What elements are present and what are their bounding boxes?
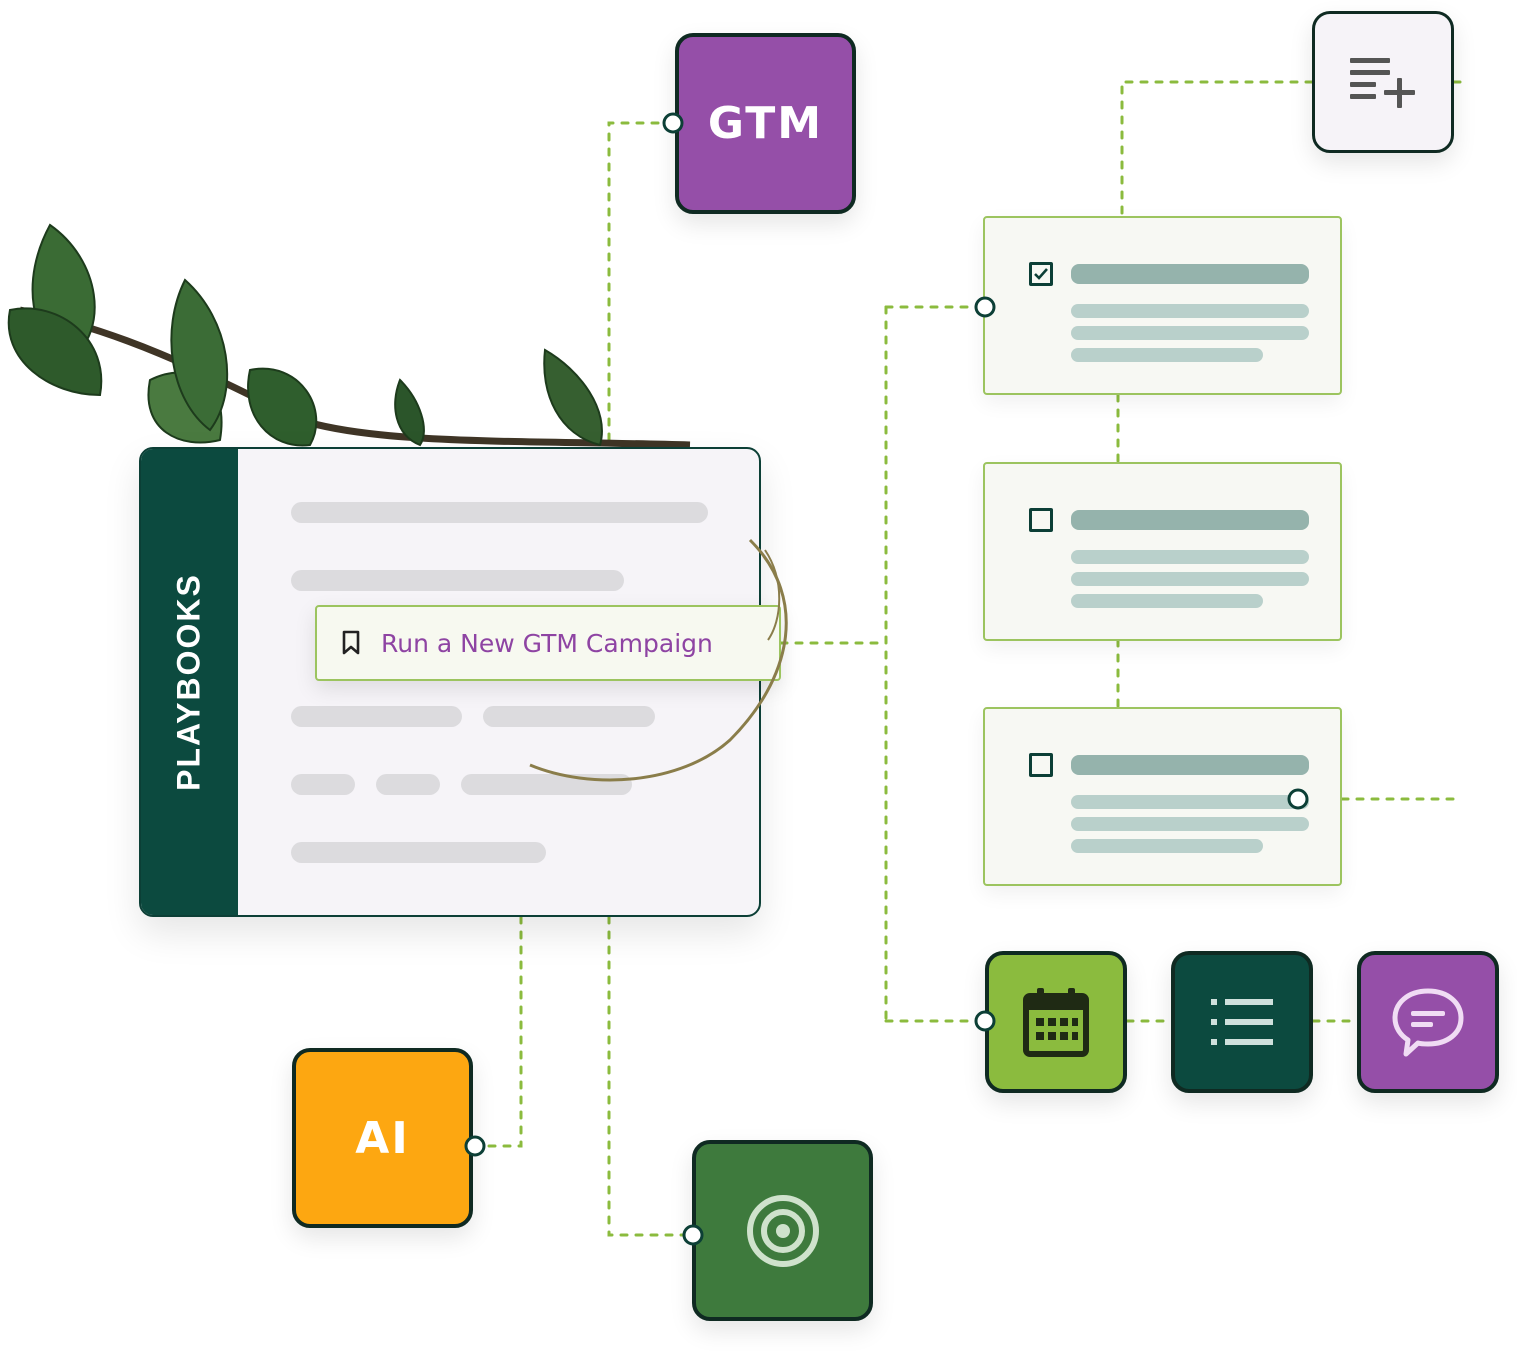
task-body-line (1071, 795, 1309, 809)
placeholder-line (291, 502, 708, 523)
chat-bubble-icon (1392, 988, 1464, 1057)
task-checkbox-checked[interactable] (1029, 262, 1053, 286)
task-body-line (1071, 594, 1263, 608)
campaign-item[interactable]: Run a New GTM Campaign (315, 605, 781, 681)
task-card[interactable] (983, 216, 1342, 395)
vine-leaves-illustration (7, 223, 691, 449)
task-body-line (1071, 572, 1309, 586)
task-body-line (1071, 817, 1309, 831)
chat-tile[interactable] (1357, 951, 1499, 1093)
task-title-line (1071, 264, 1309, 284)
placeholder-line (376, 774, 440, 795)
target-tile[interactable] (692, 1140, 873, 1321)
gtm-tile[interactable]: GTM (675, 33, 856, 214)
task-card[interactable] (983, 707, 1342, 886)
ai-label: AI (355, 1112, 410, 1164)
connector-gtm (607, 121, 675, 449)
placeholder-line (291, 706, 462, 727)
playlist-add-icon (1350, 58, 1415, 108)
task-body-line (1071, 304, 1309, 318)
placeholder-line (291, 774, 355, 795)
calendar-port (974, 1010, 996, 1032)
list-tile[interactable] (1171, 951, 1313, 1093)
placeholder-line (291, 570, 624, 591)
connector-add-list (1120, 80, 1314, 218)
ai-tile[interactable]: AI (292, 1048, 473, 1228)
task-body-line (1071, 550, 1309, 564)
list-icon (1211, 999, 1273, 1045)
task-body-line (1071, 839, 1263, 853)
target-port (682, 1224, 704, 1246)
playbook-card[interactable]: PLAYBOOKS (139, 447, 761, 917)
checkmark-icon (1034, 268, 1048, 280)
task-title-line (1071, 755, 1309, 775)
task-title-line (1071, 510, 1309, 530)
task-card-port (974, 296, 996, 318)
playbook-spine-label: PLAYBOOKS (170, 573, 207, 791)
task-checkbox[interactable] (1029, 753, 1053, 777)
ai-port (464, 1135, 486, 1157)
bookmark-icon (342, 630, 360, 655)
gtm-port (662, 112, 684, 134)
gtm-label: GTM (707, 98, 824, 149)
task-card-port (1287, 788, 1309, 810)
campaign-label: Run a New GTM Campaign (381, 628, 713, 658)
connector-ai (472, 915, 523, 1148)
task-checkbox[interactable] (1029, 508, 1053, 532)
calendar-icon (1023, 988, 1089, 1057)
playbook-spine: PLAYBOOKS (141, 449, 238, 915)
task-card[interactable] (983, 462, 1342, 641)
calendar-tile[interactable] (985, 951, 1127, 1093)
connector-target (607, 915, 695, 1237)
placeholder-line (291, 842, 546, 863)
task-body-line (1071, 348, 1263, 362)
task-body-line (1071, 326, 1309, 340)
vine-tendril-illustration (529, 538, 788, 782)
target-icon (746, 1194, 819, 1267)
placeholder-line (483, 706, 655, 727)
add-list-tile[interactable] (1312, 11, 1454, 153)
